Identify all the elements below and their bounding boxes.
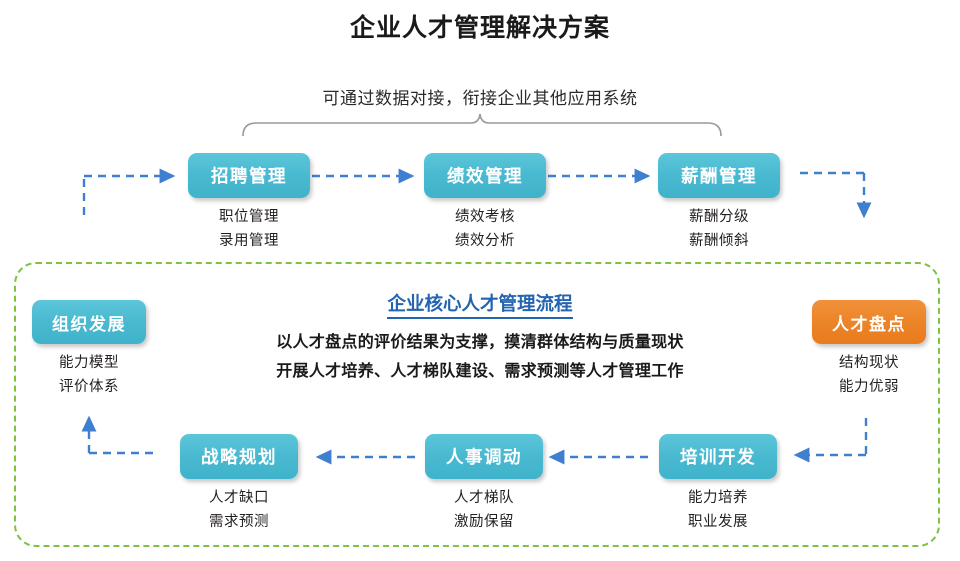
subitems-compensation-management: 薪酬分级 薪酬倾斜 — [638, 205, 800, 253]
core-process-heading: 企业核心人才管理流程 — [0, 290, 960, 319]
node-personnel-transfer-label: 人事调动 — [446, 448, 522, 468]
subitem-strategy-1: 人才缺口 — [209, 490, 269, 506]
core-process-container — [14, 262, 940, 547]
subitems-training-development: 能力培养 职业发展 — [637, 486, 799, 534]
node-compensation-management[interactable]: 薪酬管理 — [658, 153, 780, 198]
subitem-training-2: 职业发展 — [688, 514, 748, 530]
core-description-line-2: 开展人才培养、人才梯队建设、需求预测等人才管理工作 — [276, 361, 684, 380]
subitem-transfer-2: 激励保留 — [454, 514, 514, 530]
subitem-recruiting-2: 录用管理 — [219, 233, 279, 249]
subitem-transfer-1: 人才梯队 — [454, 490, 514, 506]
integration-note: 可通过数据对接，衔接企业其他应用系统 — [322, 89, 638, 109]
core-process-heading-text: 企业核心人才管理流程 — [387, 294, 573, 319]
core-process-description: 以人才盘点的评价结果为支撑，摸清群体结构与质量现状 开展人才培养、人才梯队建设、… — [0, 327, 960, 385]
subitem-inventory-1: 结构现状 — [839, 355, 899, 371]
node-recruiting-management[interactable]: 招聘管理 — [188, 153, 310, 198]
node-performance-management-label: 绩效管理 — [447, 167, 523, 187]
node-strategic-planning[interactable]: 战略规划 — [180, 434, 298, 479]
subitems-talent-inventory: 结构现状 能力优弱 — [788, 351, 950, 399]
node-organizational-development-label: 组织发展 — [52, 314, 126, 335]
subitem-compensation-2: 薪酬倾斜 — [689, 233, 749, 249]
subitems-personnel-transfer: 人才梯队 激励保留 — [403, 486, 565, 534]
node-recruiting-management-label: 招聘管理 — [211, 167, 287, 187]
subitem-compensation-1: 薪酬分级 — [689, 209, 749, 225]
curly-brace-icon — [242, 113, 722, 137]
subitem-performance-2: 绩效分析 — [455, 233, 515, 249]
node-strategic-planning-label: 战略规划 — [201, 448, 277, 468]
subitem-strategy-2: 需求预测 — [209, 514, 269, 530]
subitem-performance-1: 绩效考核 — [455, 209, 515, 225]
subitems-recruiting-management: 职位管理 录用管理 — [168, 205, 330, 253]
node-talent-inventory-label: 人才盘点 — [832, 314, 906, 335]
subitems-performance-management: 绩效考核 绩效分析 — [404, 205, 566, 253]
subitem-orgdev-2: 评价体系 — [59, 379, 119, 395]
node-personnel-transfer[interactable]: 人事调动 — [425, 434, 543, 479]
node-training-development[interactable]: 培训开发 — [659, 434, 777, 479]
node-performance-management[interactable]: 绩效管理 — [424, 153, 546, 198]
subitem-training-1: 能力培养 — [688, 490, 748, 506]
node-talent-inventory[interactable]: 人才盘点 — [812, 300, 926, 344]
page-title: 企业人才管理解决方案 — [349, 13, 610, 42]
node-compensation-management-label: 薪酬管理 — [681, 167, 757, 187]
entry-arrow — [82, 168, 176, 215]
subitem-orgdev-1: 能力模型 — [59, 355, 119, 371]
node-organizational-development[interactable]: 组织发展 — [32, 300, 146, 344]
exit-arrow — [800, 171, 872, 219]
subitems-organizational-development: 能力模型 评价体系 — [8, 351, 170, 399]
subitem-recruiting-1: 职位管理 — [219, 209, 279, 225]
core-description-line-1: 以人才盘点的评价结果为支撑，摸清群体结构与质量现状 — [276, 332, 684, 351]
subitems-strategic-planning: 人才缺口 需求预测 — [158, 486, 320, 534]
node-training-development-label: 培训开发 — [680, 448, 756, 468]
subitem-inventory-2: 能力优弱 — [839, 379, 899, 395]
